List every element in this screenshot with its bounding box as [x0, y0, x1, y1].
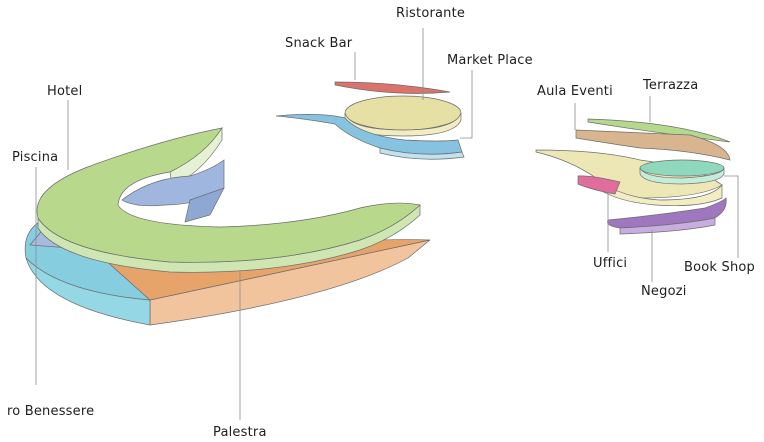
benessere-inner-side	[184, 187, 225, 223]
uffici-slab	[577, 175, 621, 195]
leader-book-shop	[724, 175, 739, 258]
label-piscina: Piscina	[12, 150, 59, 165]
label-snack-bar: Snack Bar	[285, 36, 353, 51]
label-uffici: Uffici	[593, 256, 628, 271]
label-palestra: Palestra	[213, 425, 267, 440]
label-centro-benessere: ro Benessere	[7, 404, 95, 419]
leader-market-place	[460, 70, 473, 139]
negozi-side	[619, 217, 716, 235]
label-hotel: Hotel	[47, 84, 83, 99]
hotel-top	[36, 127, 421, 263]
market-place-top	[275, 114, 463, 155]
label-terrazza: Terrazza	[643, 78, 699, 93]
ristorante-disc	[334, 81, 451, 94]
right-yellow-side	[599, 181, 723, 207]
label-book-shop: Book Shop	[684, 260, 755, 275]
label-negozi: Negozi	[641, 284, 687, 299]
label-market-place: Market Place	[447, 53, 533, 68]
right-yellow-top	[535, 149, 723, 199]
book-shop-side	[639, 167, 725, 185]
snack-disc	[344, 95, 462, 131]
book-shop-disc	[639, 159, 725, 177]
benessere-inner-top	[121, 159, 225, 207]
aula-eventi-top	[575, 129, 731, 161]
palestra-side	[149, 239, 431, 326]
market-place-side	[379, 147, 465, 160]
label-ristorante: Ristorante	[396, 6, 466, 21]
label-aula-eventi: Aula Eventi	[537, 84, 613, 99]
